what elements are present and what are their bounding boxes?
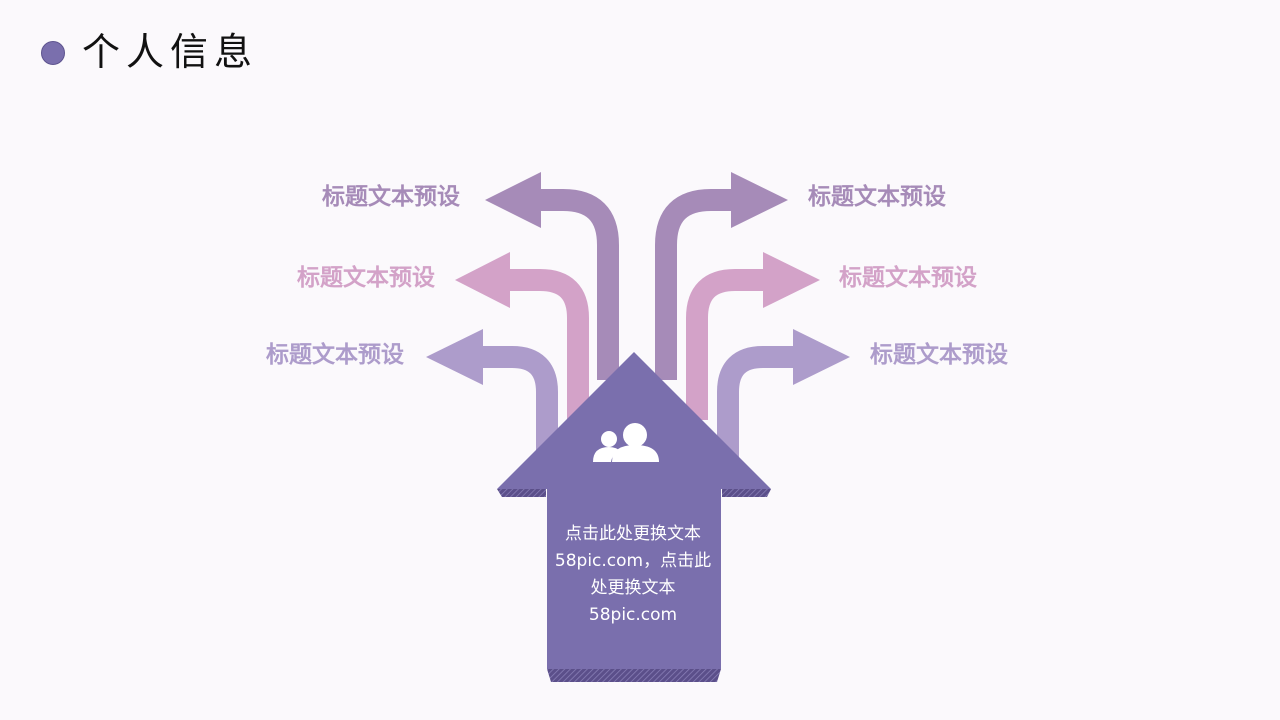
branch-label-right-middle: 标题文本预设 [839,265,977,291]
body-text-line: 点击此处更换文本 [565,524,701,544]
right-top-arrow [655,172,788,380]
branch-label-left-bottom: 标题文本预设 [266,342,404,368]
body-text-line: 58pic.com，点击此 [554,551,712,571]
page-title: 个人信息 [82,30,259,74]
left-top-arrow [485,172,619,380]
right-middle-arrow [686,252,820,420]
branch-label-left-top: 标题文本预设 [322,184,460,210]
main-up-arrow [497,352,771,682]
branch-label-left-middle: 标题文本预设 [297,265,435,291]
left-middle-arrow [455,252,589,420]
body-text-line: 58pic.com [588,605,678,625]
body-text-line: 处更换文本 [590,578,676,598]
right-bottom-arrow [717,329,850,460]
left-bottom-arrow [426,329,558,460]
branch-label-right-bottom: 标题文本预设 [870,342,1008,368]
branch-label-right-top: 标题文本预设 [808,184,946,210]
users-icon [593,423,659,462]
title-bullet-dot [41,41,65,65]
center-body-text: 点击此处更换文本 58pic.com，点击此 处更换文本 58pic.com [548,521,718,629]
